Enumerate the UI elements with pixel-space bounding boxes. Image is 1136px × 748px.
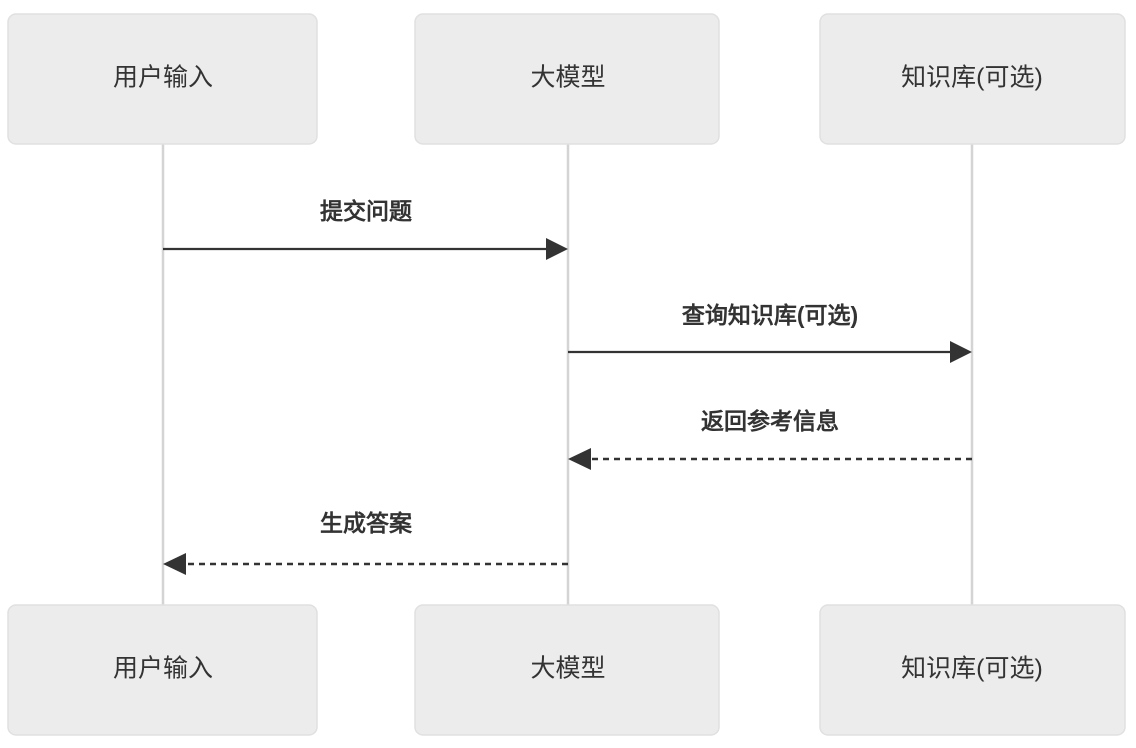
message-generate-answer[interactable]: 生成答案 [163, 510, 568, 575]
message-return-reference-info[interactable]: 返回参考信息 [568, 408, 972, 470]
participant-box-kb-top[interactable] [819, 13, 1126, 145]
message-submit-question[interactable]: 提交问题 [163, 198, 568, 260]
participant-top-user[interactable]: 用户输入 [7, 13, 318, 145]
message-arrowhead-return-reference-info [568, 448, 591, 470]
participant-label-user-top: 用户输入 [113, 64, 213, 92]
message-label-generate-answer: 生成答案 [320, 510, 413, 536]
participant-label-user-bottom: 用户输入 [113, 655, 213, 683]
participant-bottom-llm[interactable]: 大模型 [414, 604, 720, 736]
participant-label-llm-bottom: 大模型 [530, 655, 605, 683]
message-label-return-reference-info: 返回参考信息 [701, 408, 839, 434]
participant-bottom-user[interactable]: 用户输入 [7, 604, 318, 736]
participants-bottom-group: 用户输入 大模型 知识库(可选) [7, 604, 1126, 736]
participant-top-kb[interactable]: 知识库(可选) [819, 13, 1126, 145]
message-arrowhead-submit-question [546, 238, 568, 260]
participant-label-kb-bottom: 知识库(可选) [901, 655, 1043, 683]
message-query-knowledge-base[interactable]: 查询知识库(可选) [568, 302, 972, 363]
message-arrowhead-generate-answer [163, 553, 186, 575]
participant-label-kb-top: 知识库(可选) [901, 64, 1043, 92]
lifelines-group [161, 144, 974, 605]
participant-label-llm-top: 大模型 [530, 64, 605, 92]
participant-box-user-bottom[interactable] [7, 604, 318, 736]
participant-box-user-top[interactable] [7, 13, 318, 145]
message-label-query-knowledge-base: 查询知识库(可选) [682, 302, 858, 328]
participant-box-kb-bottom[interactable] [819, 604, 1126, 736]
participant-top-llm[interactable]: 大模型 [414, 13, 720, 145]
participant-bottom-kb[interactable]: 知识库(可选) [819, 604, 1126, 736]
participant-box-llm-top[interactable] [414, 13, 720, 145]
participant-box-llm-bottom[interactable] [414, 604, 720, 736]
message-label-submit-question: 提交问题 [320, 198, 412, 224]
message-arrowhead-query-knowledge-base [950, 341, 972, 363]
participants-top-group: 用户输入 大模型 知识库(可选) [7, 13, 1126, 145]
